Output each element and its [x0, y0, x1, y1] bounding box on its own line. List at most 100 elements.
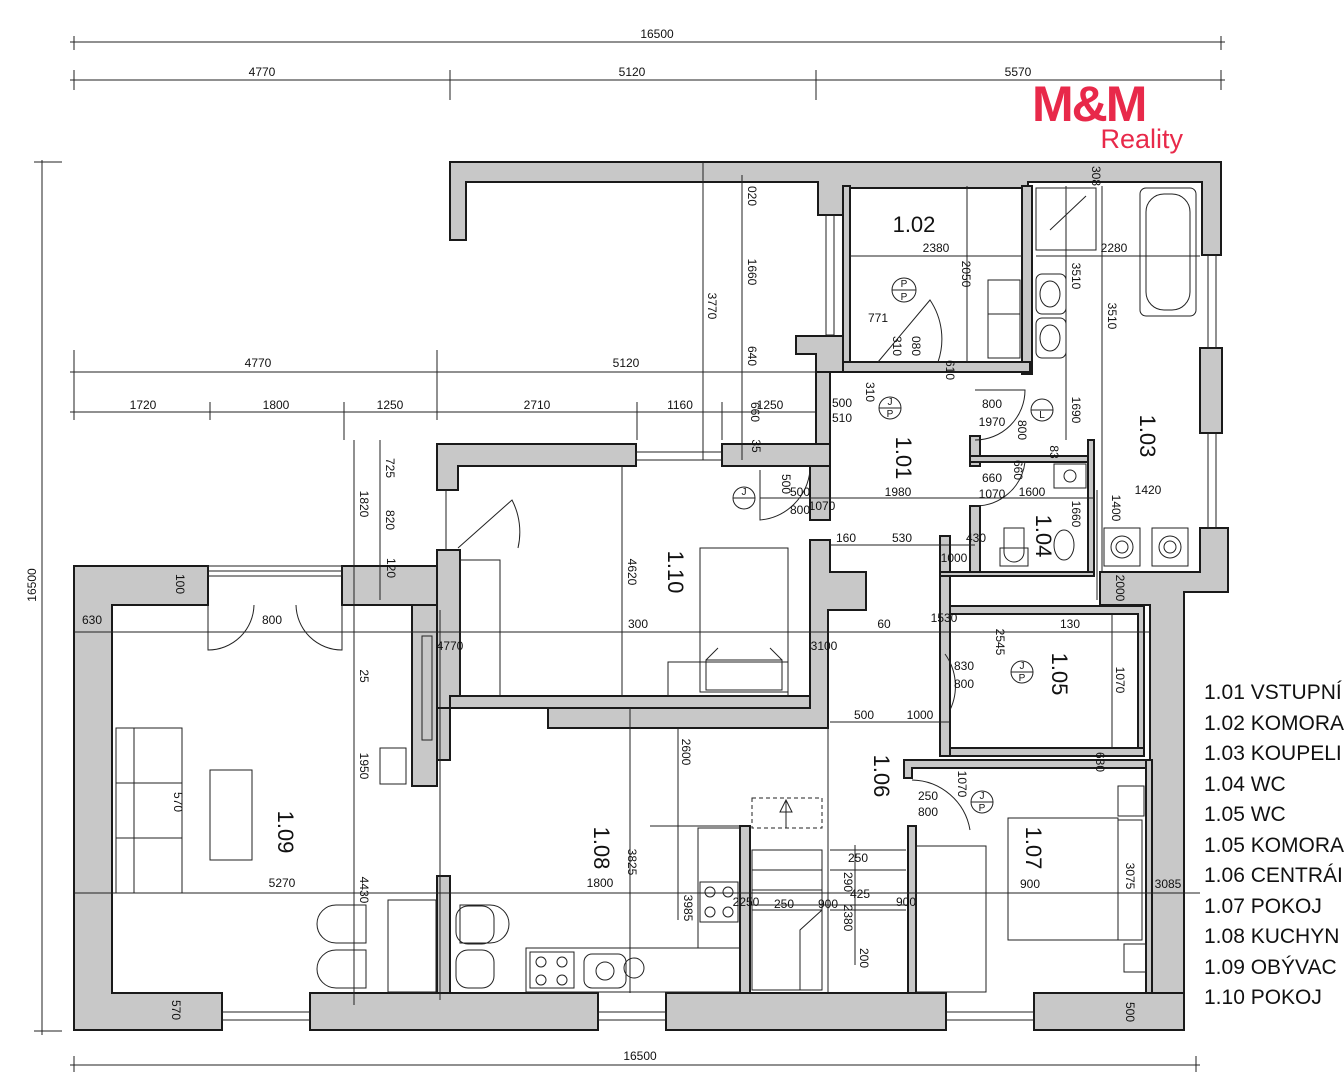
- dim-mid-sub-5: 1160: [667, 398, 693, 412]
- dimension-lines-bottom: [70, 1056, 1200, 1072]
- room-1-10: 1.10: [663, 551, 688, 594]
- symbol-jp-105: J P: [1010, 660, 1034, 684]
- dim-overall-bottom: 16500: [623, 1049, 657, 1063]
- dimension-label: 800: [1015, 420, 1029, 440]
- dimension-lines-top: [70, 36, 1225, 100]
- logo-brand: M&M: [1032, 76, 1147, 132]
- dimension-label: 250: [918, 789, 938, 803]
- dimension-label: 500: [832, 396, 852, 410]
- electrical-symbols: P P J P J L J P J P: [732, 277, 1054, 814]
- legend-item: 1.07 POKOJ: [1204, 894, 1322, 918]
- dimension-label: 60: [877, 617, 891, 631]
- dim-top-1: 4770: [249, 65, 276, 79]
- dimension-label: 250: [848, 851, 868, 865]
- dimension-label: 500: [0, 0, 10, 3]
- svg-text:P: P: [1019, 673, 1026, 684]
- dimension-label: 3100: [811, 639, 838, 653]
- dimension-label: 1070: [979, 487, 1006, 501]
- dimension-label: 820: [383, 510, 397, 530]
- dimension-label: 308: [1089, 166, 1103, 186]
- dimension-lines-left: [34, 160, 62, 1035]
- dimension-label: 725: [383, 458, 397, 478]
- dimension-label: 2545: [993, 629, 1007, 656]
- company-logo: M&M Reality: [1032, 76, 1187, 155]
- dimension-label: 660: [1011, 460, 1025, 480]
- room-1-07: 1.07: [1021, 827, 1046, 870]
- dimension-label: 500: [1123, 1002, 1137, 1022]
- dimension-label: 830: [954, 659, 974, 673]
- symbol-l: L: [1030, 398, 1054, 422]
- svg-text:J: J: [980, 791, 985, 802]
- dimension-label: 1660: [745, 259, 759, 286]
- dimension-label: 1800: [587, 876, 614, 890]
- room-1-04: 1.04: [1031, 515, 1056, 558]
- dimension-label: 2050: [959, 261, 973, 288]
- dimension-label: 640: [745, 346, 759, 366]
- svg-text:J: J: [742, 487, 747, 498]
- dimension-label: 800: [954, 677, 974, 691]
- dimension-label: 1070: [1113, 667, 1127, 694]
- svg-text:P: P: [887, 409, 894, 420]
- legend-item: 1.03 KOUPELI: [1204, 742, 1342, 765]
- symbol-j-110: J: [732, 486, 756, 510]
- dimension-label: 4430: [357, 877, 371, 904]
- dim-mid-sub-6: 660: [748, 402, 762, 422]
- dimension-label: 2380: [841, 905, 855, 932]
- dimension-label: 1690: [1069, 397, 1083, 424]
- legend-item: 1.05 KOMORA: [1204, 833, 1344, 857]
- dimension-label: 3770: [705, 293, 719, 320]
- svg-text:J: J: [1020, 661, 1025, 672]
- dim-overall-left: 16500: [25, 568, 39, 602]
- dimension-label: 800: [918, 805, 938, 819]
- legend-item: 1.09 OBÝVAC: [1204, 955, 1337, 979]
- dim-mid-sub-2: 1800: [263, 398, 290, 412]
- svg-text:L: L: [1039, 410, 1045, 421]
- room-1-08: 1.08: [589, 827, 614, 870]
- dimension-label: 2380: [923, 241, 950, 255]
- dimension-lines-mid: [70, 350, 830, 440]
- dimension-label: 3510: [1105, 303, 1119, 330]
- dimension-label: 1420: [1135, 483, 1162, 497]
- dimension-label: 630: [1093, 752, 1107, 772]
- legend-item: 1.04 WC: [1204, 772, 1286, 796]
- dimension-label: 310: [890, 336, 904, 356]
- dim-mid-sub-4: 2710: [524, 398, 551, 412]
- room-1-01: 1.01: [891, 437, 916, 480]
- symbol-pp: P P: [891, 277, 917, 303]
- room-1-03: 1.03: [1135, 415, 1160, 458]
- dimension-label: 5270: [269, 876, 296, 890]
- legend-item: 1.10 POKOJ: [1204, 986, 1322, 1009]
- dimension-label: 2280: [1101, 241, 1128, 255]
- dimension-label: 570: [169, 1000, 183, 1020]
- dimension-label: 4620: [625, 559, 639, 586]
- dimension-label: 020: [745, 186, 759, 206]
- dimension-label: 900: [1020, 877, 1040, 891]
- dimension-label: 3075: [1123, 863, 1137, 890]
- dimension-label: 290: [841, 872, 855, 892]
- symbol-jp-101: J P: [878, 396, 902, 420]
- room-1-05: 1.05: [1047, 653, 1072, 696]
- dimension-label: 570: [171, 792, 185, 812]
- dimension-label: 25: [357, 669, 371, 683]
- dim-mid-1: 4770: [245, 356, 272, 370]
- dimension-label: 500: [790, 485, 810, 499]
- dimension-label: 1400: [1109, 495, 1123, 522]
- room-numbers: 1.02 1.03 1.01 1.04 1.10 1.05 1.06 1.07 …: [273, 212, 1160, 869]
- svg-text:P: P: [901, 279, 908, 290]
- dimension-label: 610: [943, 360, 957, 380]
- dimension-label: 900: [818, 897, 838, 911]
- dimension-label: 1600: [1019, 485, 1046, 499]
- dimension-label: 510: [832, 411, 852, 425]
- room-1-06: 1.06: [869, 755, 894, 798]
- furniture: [115, 187, 1197, 993]
- dimension-label: 300: [628, 617, 648, 631]
- dimension-label: 1070: [809, 499, 836, 513]
- windows: [207, 214, 1217, 1021]
- dimension-label: 2250: [733, 895, 760, 909]
- dimension-label: 3985: [681, 895, 695, 922]
- dimension-label: 4770: [437, 639, 464, 653]
- symbol-jp-107: J P: [970, 790, 994, 814]
- dimension-label: 1000: [907, 708, 934, 722]
- dimension-label: 2600: [679, 739, 693, 766]
